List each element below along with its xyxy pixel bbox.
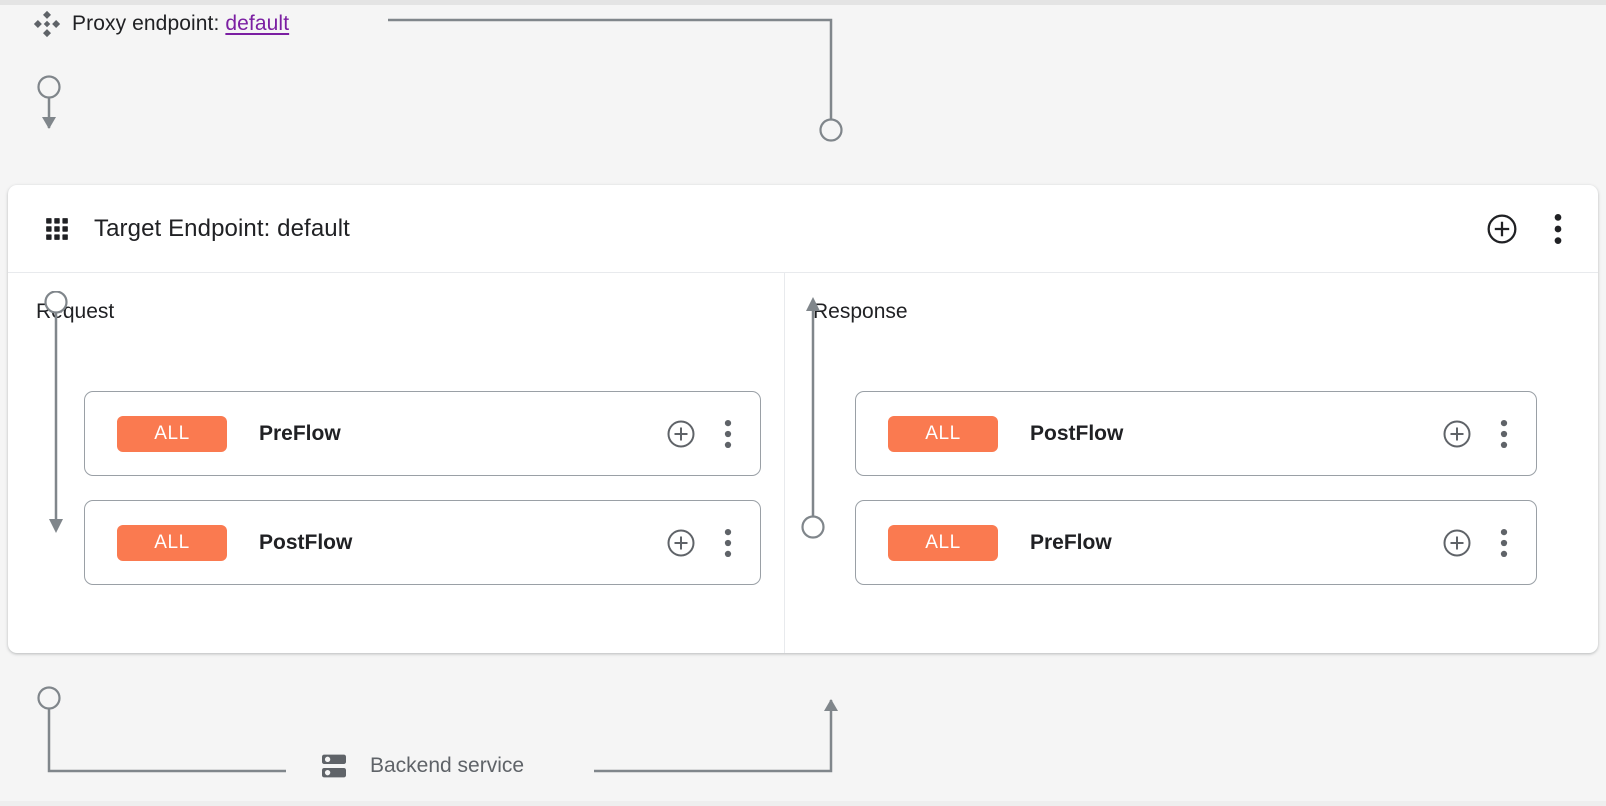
flow-row-actions bbox=[1442, 419, 1514, 449]
plus-circle-icon bbox=[667, 529, 695, 556]
response-flow-rows: ALL PostFlow bbox=[855, 391, 1537, 609]
flow-columns: Request ALL PreFlow bbox=[8, 273, 1598, 653]
bottom-edge-strip bbox=[0, 801, 1606, 806]
grid-dots-icon bbox=[46, 217, 68, 240]
backend-service-label: Backend service bbox=[370, 754, 525, 777]
proxy-endpoint-link[interactable]: default bbox=[225, 12, 290, 35]
flow-row-badge: ALL bbox=[888, 524, 998, 561]
flow-row[interactable]: ALL PostFlow bbox=[84, 500, 761, 585]
plus-circle-icon bbox=[1487, 214, 1517, 243]
response-flow-rail bbox=[801, 297, 825, 539]
flow-row-add-button[interactable] bbox=[666, 528, 696, 558]
top-edge-strip bbox=[0, 0, 1606, 5]
flow-row-badge: ALL bbox=[888, 415, 998, 452]
more-vert-icon bbox=[724, 528, 732, 557]
backend-service[interactable]: Backend service bbox=[318, 750, 524, 782]
flow-row-actions bbox=[1442, 528, 1514, 558]
more-vert-icon bbox=[724, 419, 732, 448]
flow-row-actions bbox=[666, 528, 738, 558]
target-endpoint-title: Target Endpoint: default bbox=[94, 214, 350, 242]
proxy-endpoint-header: Proxy endpoint: default bbox=[32, 6, 289, 42]
plus-circle-icon bbox=[667, 420, 695, 447]
more-vert-icon bbox=[1500, 419, 1508, 448]
flow-row-name: PostFlow bbox=[259, 530, 353, 554]
target-endpoint-add-button[interactable] bbox=[1486, 213, 1518, 245]
flow-row-menu-button[interactable] bbox=[718, 528, 738, 558]
proxy-endpoint-title: Proxy endpoint: default bbox=[72, 12, 289, 36]
response-column: Response ALL PostFlow bbox=[785, 273, 1598, 653]
more-vert-icon bbox=[1500, 528, 1508, 557]
flow-row[interactable]: ALL PreFlow bbox=[855, 500, 1537, 585]
flow-row-name: PreFlow bbox=[259, 421, 341, 445]
target-endpoint-header: Target Endpoint: default bbox=[8, 185, 1598, 273]
flow-row-badge: ALL bbox=[117, 524, 227, 561]
target-endpoint-actions bbox=[1486, 213, 1570, 245]
flow-row-badge: ALL bbox=[117, 415, 227, 452]
flow-row-name: PostFlow bbox=[1030, 421, 1124, 445]
proxy-diamond-cluster-icon bbox=[33, 10, 61, 38]
proxy-endpoint-label: Proxy endpoint: bbox=[72, 12, 220, 35]
plus-circle-icon bbox=[1443, 420, 1471, 447]
flow-row[interactable]: ALL PreFlow bbox=[84, 391, 761, 476]
target-endpoint-menu-button[interactable] bbox=[1546, 213, 1570, 245]
flow-row[interactable]: ALL PostFlow bbox=[855, 391, 1537, 476]
flow-row-menu-button[interactable] bbox=[1494, 419, 1514, 449]
more-vert-icon bbox=[1554, 213, 1562, 244]
flow-row-menu-button[interactable] bbox=[718, 419, 738, 449]
plus-circle-icon bbox=[1443, 529, 1471, 556]
request-flow-rows: ALL PreFlow bbox=[84, 391, 761, 609]
request-column: Request ALL PreFlow bbox=[8, 273, 785, 653]
response-column-label: Response bbox=[813, 300, 908, 323]
flow-row-add-button[interactable] bbox=[666, 419, 696, 449]
flow-row-actions bbox=[666, 419, 738, 449]
flow-row-name: PreFlow bbox=[1030, 530, 1112, 554]
server-rack-icon bbox=[322, 754, 346, 778]
flow-row-add-button[interactable] bbox=[1442, 419, 1472, 449]
request-flow-rail bbox=[44, 291, 68, 533]
target-endpoint-card: Target Endpoint: default bbox=[8, 185, 1598, 653]
flow-row-add-button[interactable] bbox=[1442, 528, 1472, 558]
flow-row-menu-button[interactable] bbox=[1494, 528, 1514, 558]
